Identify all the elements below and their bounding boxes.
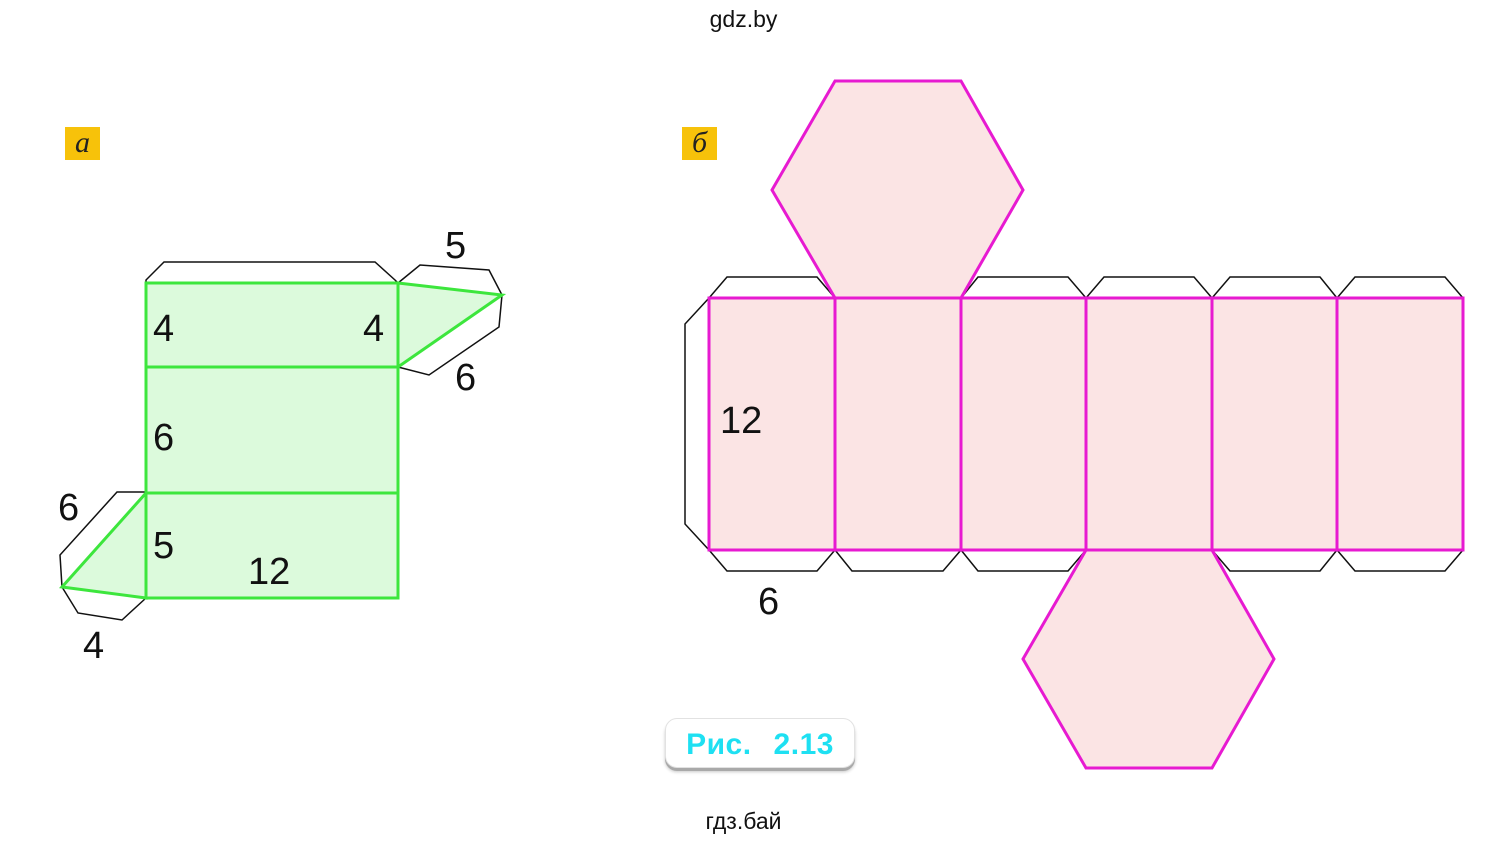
- figure-b-face-3: [959, 296, 1088, 552]
- figure-a-triangle-left: [58, 489, 148, 600]
- figure-b-net: 12 6: [684, 79, 1465, 770]
- caption-prefix: Рис.: [686, 728, 752, 761]
- figure-a-face-bottom: [144, 491, 400, 600]
- figure-a-label-12: 12: [248, 551, 290, 593]
- figure-b-hexagon-top: [770, 79, 1025, 300]
- figure-a-label-4-left: 4: [153, 308, 174, 350]
- figure-b-flap-bottom-2: [834, 549, 962, 572]
- figure-b-flap-top-3: [960, 276, 1087, 299]
- figure-a-label-6-left: 6: [58, 487, 79, 529]
- figure-a-label-6-triangle: 6: [455, 357, 476, 399]
- figure-b-face-2: [833, 296, 963, 552]
- figure-a-flap-right-bottom: [397, 294, 503, 376]
- figure-b-tag: б: [682, 127, 717, 160]
- figure-a-label-4-bottom: 4: [83, 625, 104, 667]
- figure-a-label-5-top: 5: [445, 225, 466, 267]
- figure-a-face-top: [144, 281, 400, 369]
- figure-b-label-12: 12: [720, 400, 762, 442]
- caption-number: 2.13: [773, 728, 834, 761]
- figure-a-flap-top: [145, 261, 399, 284]
- figure-b-flap-top-1: [708, 276, 836, 299]
- figure-a-triangle-right: [396, 281, 507, 370]
- figure-b-face-5: [1210, 296, 1339, 552]
- figure-b-flap-left: [684, 297, 710, 551]
- figure-a-label-5-bottom: 5: [153, 525, 174, 567]
- figure-b-label-6: 6: [758, 581, 779, 623]
- figure-a-tag: а: [65, 127, 100, 160]
- figure-b-flap-bottom-5: [1211, 549, 1338, 572]
- figure-a-net: 5 4 4 6 6 6 5 12 4: [58, 225, 507, 667]
- figure-b-flap-top-4: [1085, 276, 1213, 299]
- figure-b-hexagon-bottom: [1021, 548, 1276, 770]
- figure-b-face-4: [1084, 296, 1214, 552]
- figure-b-flap-top-5: [1211, 276, 1338, 299]
- figure-a-label-4-right: 4: [363, 308, 384, 350]
- figure-b-flap-bottom-1: [708, 549, 836, 572]
- watermark-bottom: гдз.бай: [705, 808, 782, 834]
- watermark-top: gdz.by: [709, 6, 778, 32]
- figure-a-face-middle: [144, 365, 400, 495]
- figure-b-face-1: [707, 296, 837, 552]
- figure-a-flap-right-top: [397, 264, 503, 296]
- figure-caption: Рис. 2.13: [665, 718, 855, 768]
- figure-b-flap-top-6: [1336, 276, 1464, 299]
- figure-b-face-6: [1335, 296, 1465, 552]
- figure-b-flap-bottom-3: [960, 549, 1087, 572]
- figure-b-flap-bottom-6: [1336, 549, 1464, 572]
- figure-a-label-6-middle: 6: [153, 417, 174, 459]
